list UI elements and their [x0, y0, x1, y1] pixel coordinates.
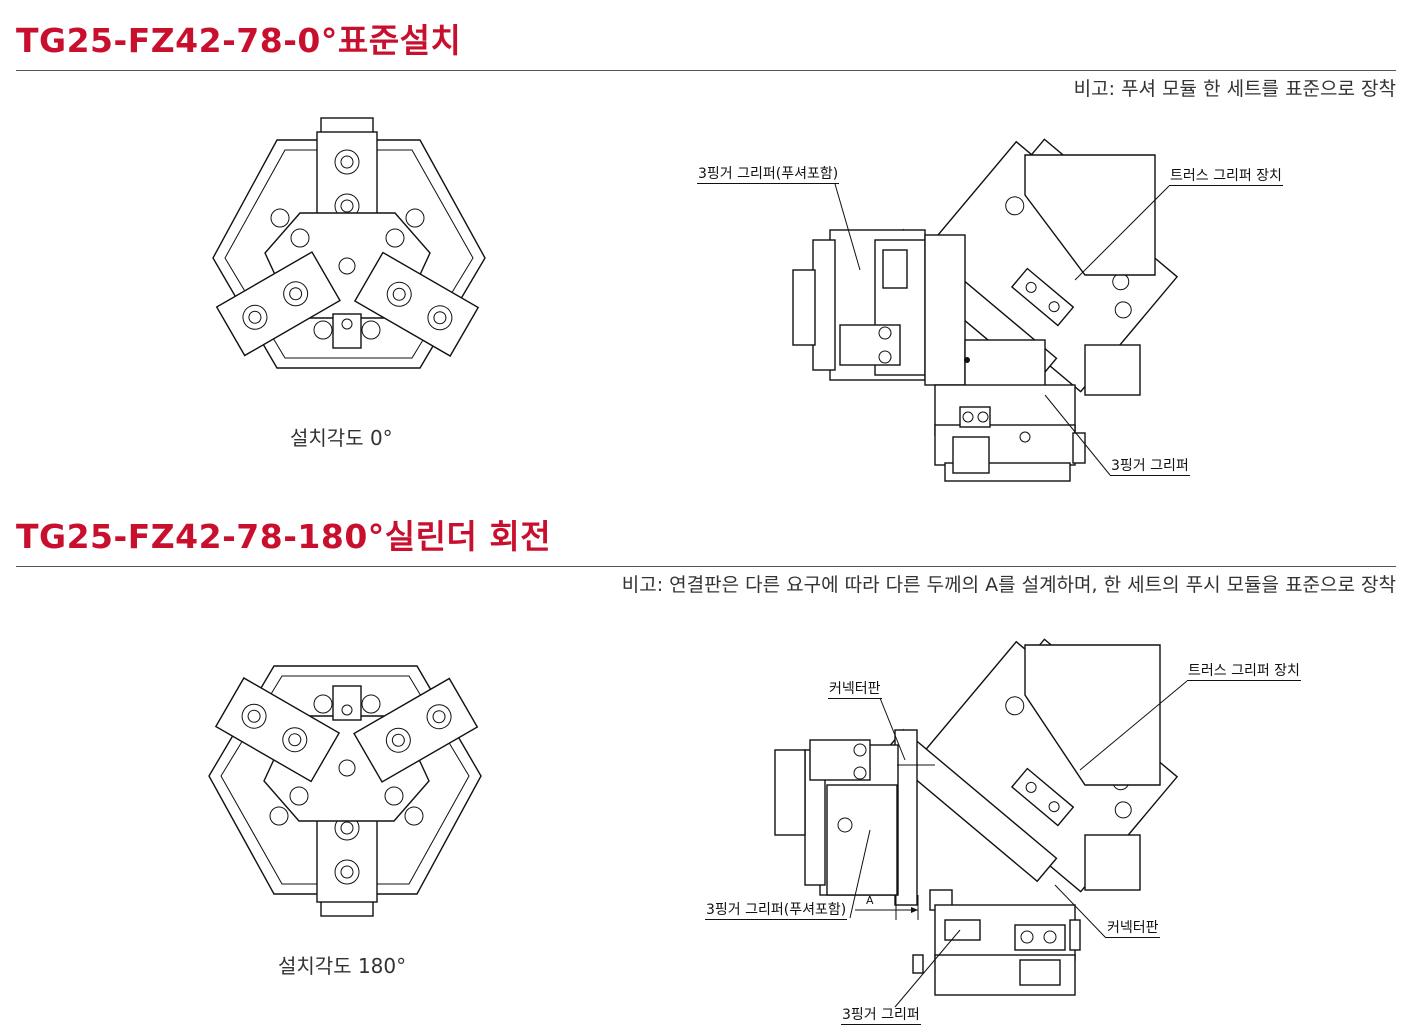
section1-caption: 설치각도 0° — [290, 426, 393, 450]
leader-lines-1 — [834, 183, 1170, 476]
section1-note: 비고: 푸셔 모듈 한 세트를 표준으로 장착 — [1073, 78, 1396, 100]
gripper-top-view-180deg — [208, 665, 482, 917]
callout-gripper-with-pusher-2: 3핑거 그리퍼(푸셔포함) — [705, 902, 848, 920]
callout-connector-plate-bottom: 커넥터판 — [1106, 920, 1160, 938]
callout-gripper-2: 3핑거 그리퍼 — [841, 1007, 921, 1025]
section2-title: TG25-FZ42-78-180°실린더 회전 — [16, 517, 552, 556]
callout-truss-gripper-1: 트러스 그리퍼 장치 — [1169, 168, 1283, 186]
callout-connector-plate-top: 커넥터판 — [828, 681, 882, 699]
dimension-a-label: A — [866, 894, 874, 907]
section2-note: 비고: 연결판은 다른 요구에 따라 다른 두께의 A를 설계하며, 한 세트의… — [621, 574, 1396, 596]
section1-title: TG25-FZ42-78-0°표준설치 — [16, 21, 462, 60]
gripper-top-view-0deg — [212, 117, 486, 369]
section2-caption: 설치각도 180° — [278, 954, 407, 978]
section1-divider — [16, 70, 1396, 71]
callout-gripper-with-pusher-1: 3핑거 그리퍼(푸셔포함) — [697, 166, 840, 184]
assembly-side-view-0deg — [792, 138, 1179, 482]
callout-gripper-1: 3핑거 그리퍼 — [1110, 458, 1190, 476]
assembly-side-view-180deg — [774, 638, 1179, 996]
callout-truss-gripper-2: 트러스 그리퍼 장치 — [1187, 663, 1301, 681]
section2-divider — [16, 566, 1396, 567]
